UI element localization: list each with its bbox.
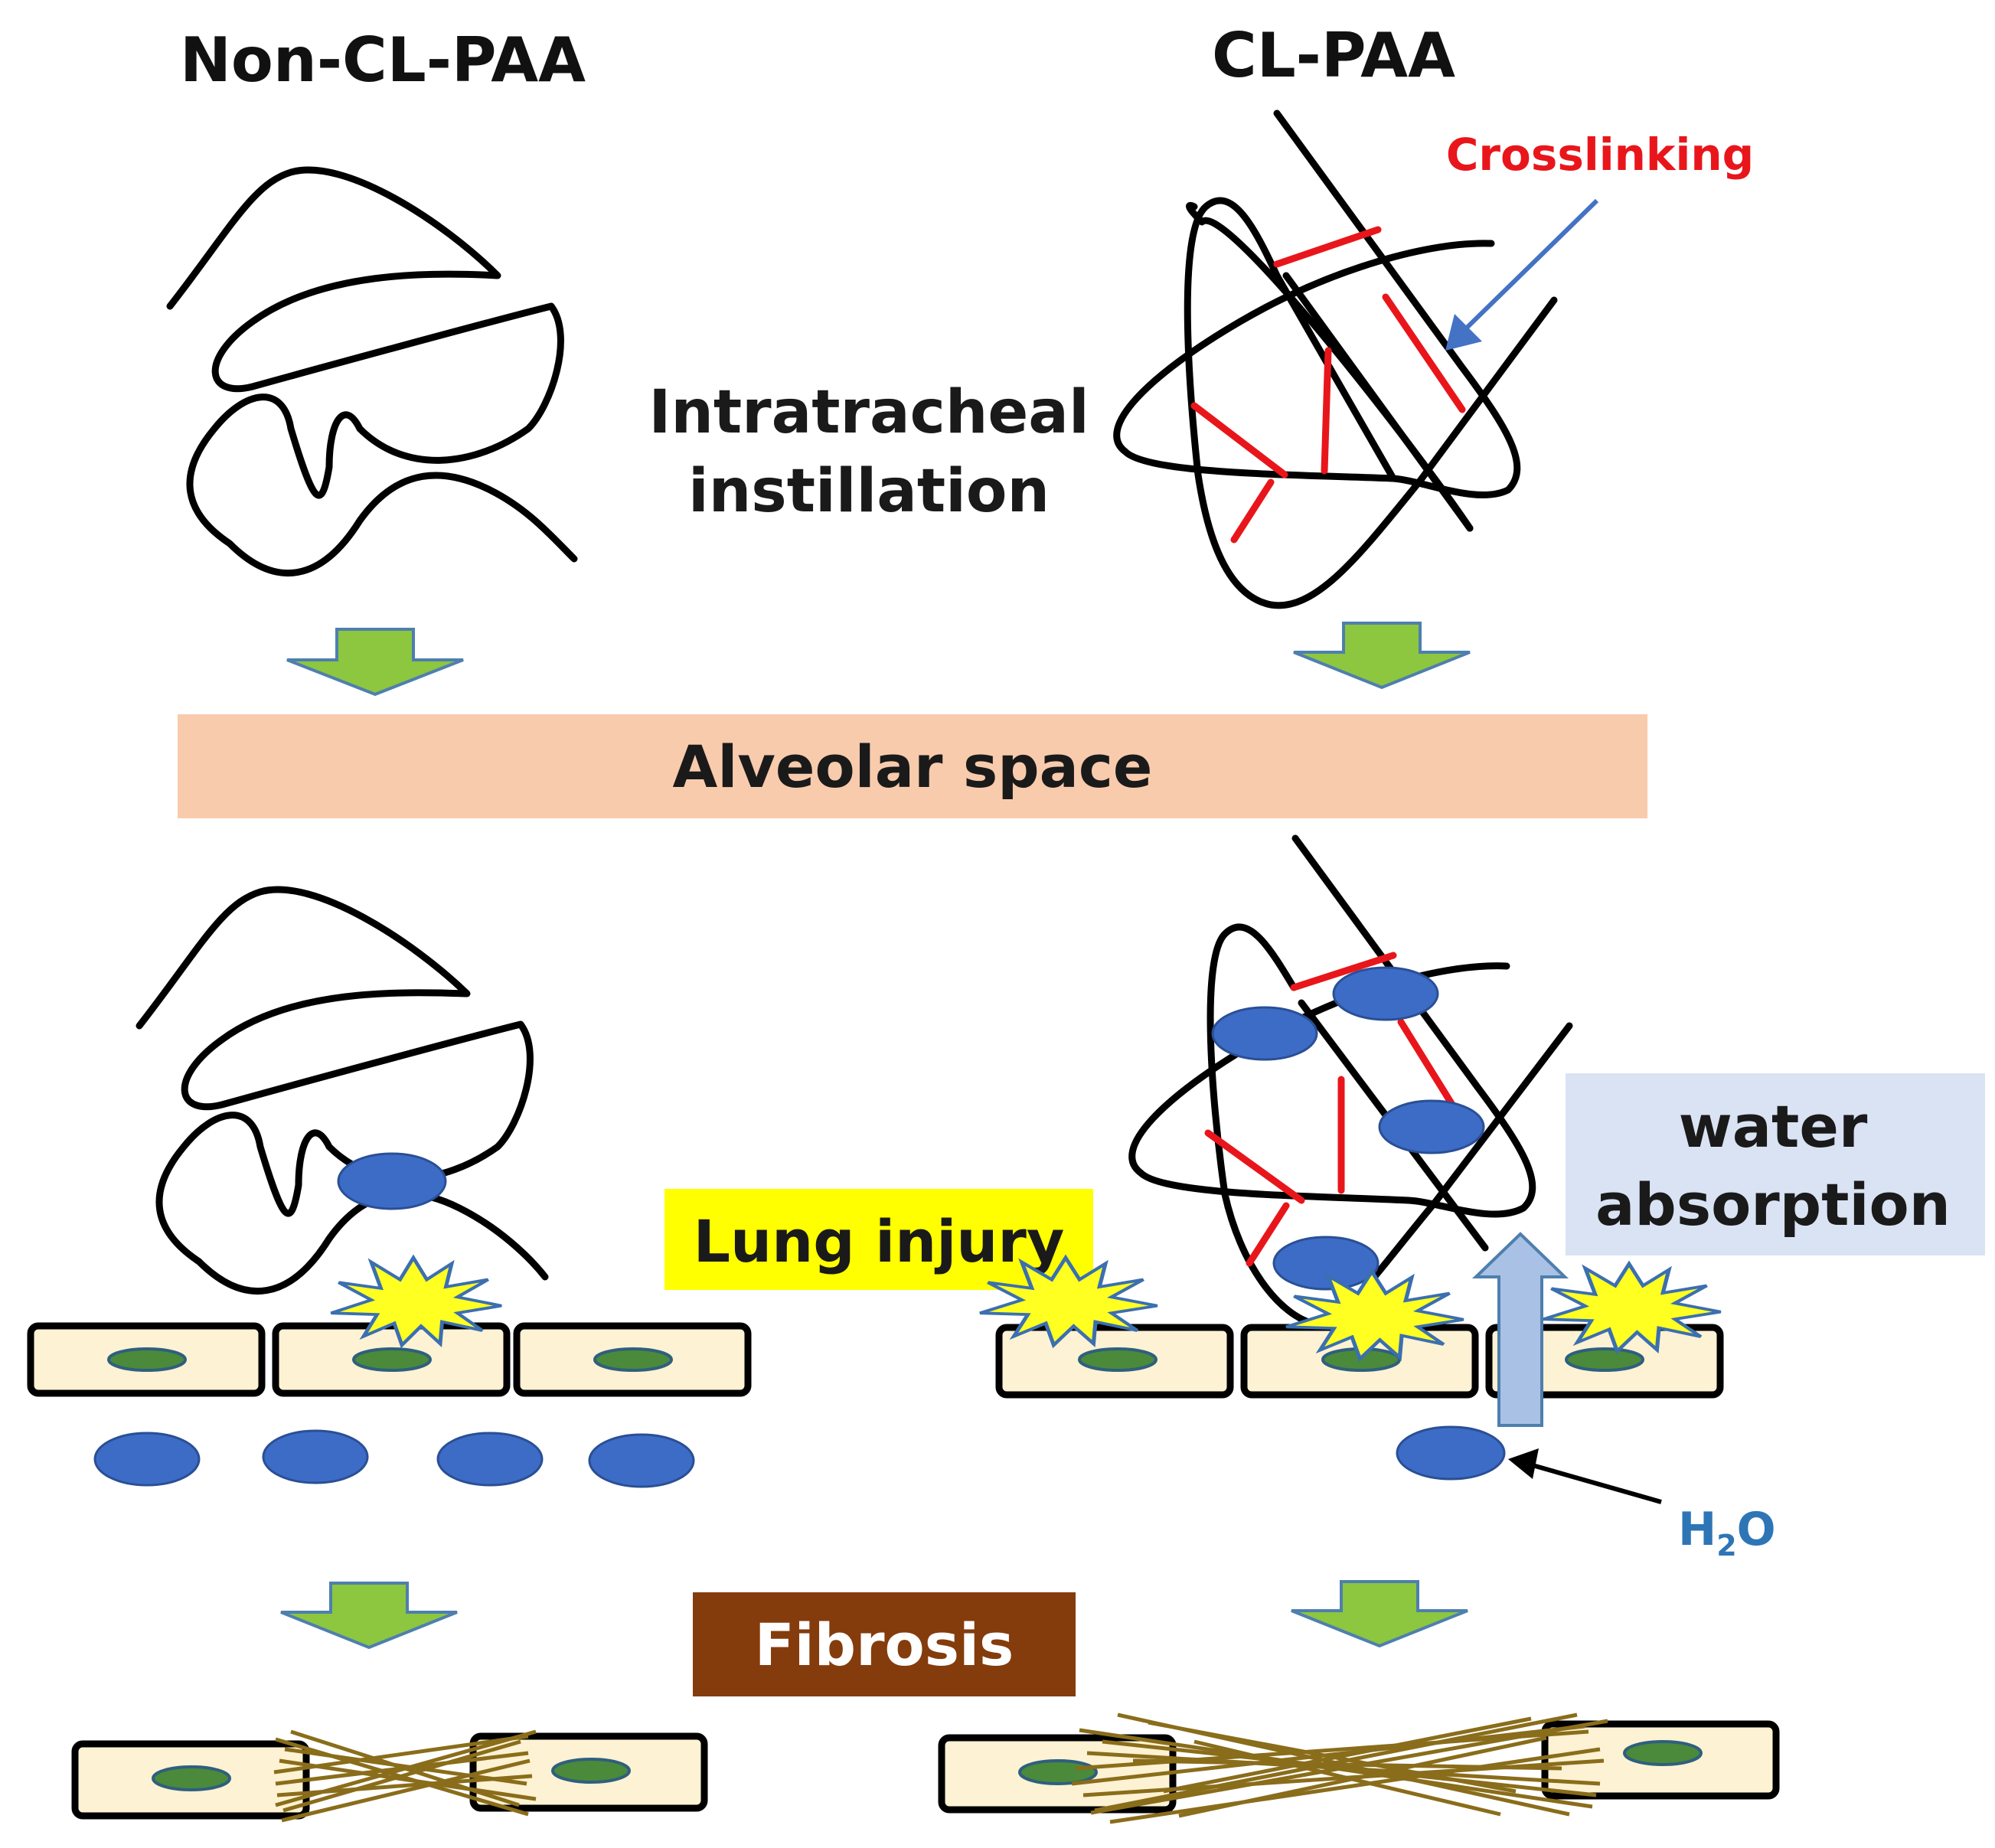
polymer-chain-top-left [166,166,578,577]
water-absorption-arrow-front [1472,1232,1569,1427]
crosslinking-label: Crosslinking [1446,129,1754,181]
instillation-line1: Intratracheal [648,378,1089,447]
water-molecule [337,1152,447,1210]
fibrosis-label: Fibrosis [755,1611,1014,1679]
down-arrow-bottom-left [280,1582,458,1650]
down-arrow-top-right [1293,622,1471,690]
lung-injury-box [664,1189,1093,1290]
fibrosis-box [693,1592,1076,1696]
polymer-network-middle-right [1128,834,1573,1328]
left-title: Non-CL-PAA [180,24,586,96]
down-arrow-bottom-right [1291,1580,1468,1648]
lung-injury-label: Lung injury [694,1207,1065,1275]
instillation-line2: instillation [688,457,1050,526]
alveolar-space-label: Alveolar space [673,733,1153,801]
fibrotic-tissue-left [71,1729,708,1823]
alveolar-space-band [178,714,1647,818]
water-molecule [1396,1425,1506,1481]
polymer-network-top-right [1113,109,1558,609]
water-molecules-left [93,1429,695,1488]
water-absorption-box [1566,1073,1985,1255]
h2o-label: H2O [1678,1503,1776,1562]
fibrotic-tissue-right [938,1713,1780,1824]
water-absorption-line2: absorption [1595,1171,1951,1239]
down-arrow-top-left [286,628,464,697]
crosslinking-arrow [1445,198,1599,351]
polymer-chain-middle-left [136,886,549,1295]
epithelium-left [27,1322,752,1397]
epithelium-right [995,1324,1724,1399]
right-title: CL-PAA [1212,20,1455,91]
water-absorption-line1: water [1679,1092,1868,1161]
h2o-pointer-arrow [1508,1448,1662,1504]
